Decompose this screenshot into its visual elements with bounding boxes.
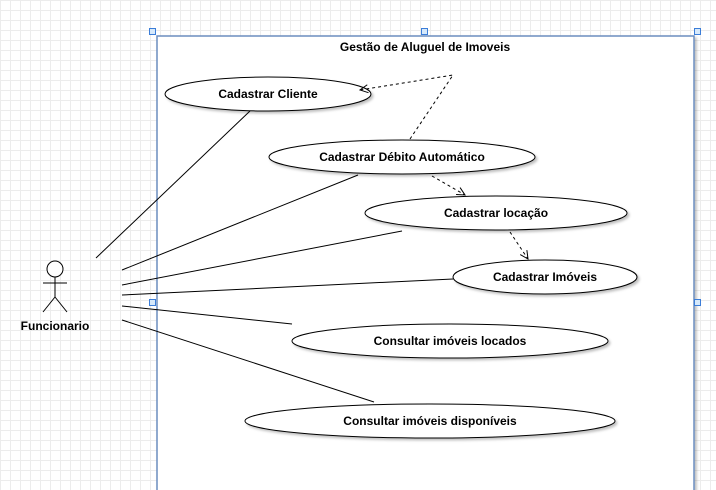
usecase-label-consultar-disponiveis: Consultar imóveis disponíveis bbox=[343, 414, 517, 428]
association-cadastrar-imoveis[interactable] bbox=[121, 278, 454, 296]
dependency-debito-to-cliente[interactable] bbox=[360, 74, 455, 140]
dependency-debito-to-locacao[interactable] bbox=[431, 175, 465, 195]
actor-label: Funcionario bbox=[20, 319, 90, 333]
association-cadastrar-debito[interactable] bbox=[121, 174, 359, 271]
usecase-label-cadastrar-cliente: Cadastrar Cliente bbox=[218, 87, 318, 101]
actor-right-leg bbox=[54, 296, 68, 313]
selection-handle-top-left[interactable] bbox=[149, 28, 156, 35]
usecase-cadastrar-debito[interactable] bbox=[268, 139, 536, 175]
usecase-label-consultar-locados: Consultar imóveis locados bbox=[373, 334, 527, 348]
usecase-cadastrar-cliente[interactable] bbox=[164, 76, 372, 112]
selection-handle-middle-left[interactable] bbox=[149, 299, 156, 306]
association-cadastrar-locacao[interactable] bbox=[121, 230, 403, 286]
association-consultar-disponiveis[interactable] bbox=[121, 319, 375, 403]
system-title: Gestão de Aluguel de Imoveis bbox=[339, 40, 511, 54]
association-consultar-locados[interactable] bbox=[121, 305, 293, 325]
actor-head bbox=[46, 260, 64, 278]
usecase-label-cadastrar-debito: Cadastrar Débito Automático bbox=[319, 150, 485, 164]
actor-left-leg bbox=[42, 296, 56, 313]
usecase-cadastrar-imoveis[interactable] bbox=[452, 259, 638, 295]
actor-figure[interactable] bbox=[42, 260, 68, 313]
selection-handle-middle-right[interactable] bbox=[694, 299, 701, 306]
association-cadastrar-cliente[interactable] bbox=[95, 110, 251, 259]
usecase-consultar-disponiveis[interactable] bbox=[244, 403, 616, 439]
usecase-label-cadastrar-imoveis: Cadastrar Imóveis bbox=[492, 270, 598, 284]
selection-handle-top-right[interactable] bbox=[694, 28, 701, 35]
usecase-consultar-locados[interactable] bbox=[291, 323, 609, 359]
usecase-label-cadastrar-locacao: Cadastrar locação bbox=[443, 206, 549, 220]
usecase-cadastrar-locacao[interactable] bbox=[364, 195, 628, 231]
selection-handle-top-middle[interactable] bbox=[421, 28, 428, 35]
